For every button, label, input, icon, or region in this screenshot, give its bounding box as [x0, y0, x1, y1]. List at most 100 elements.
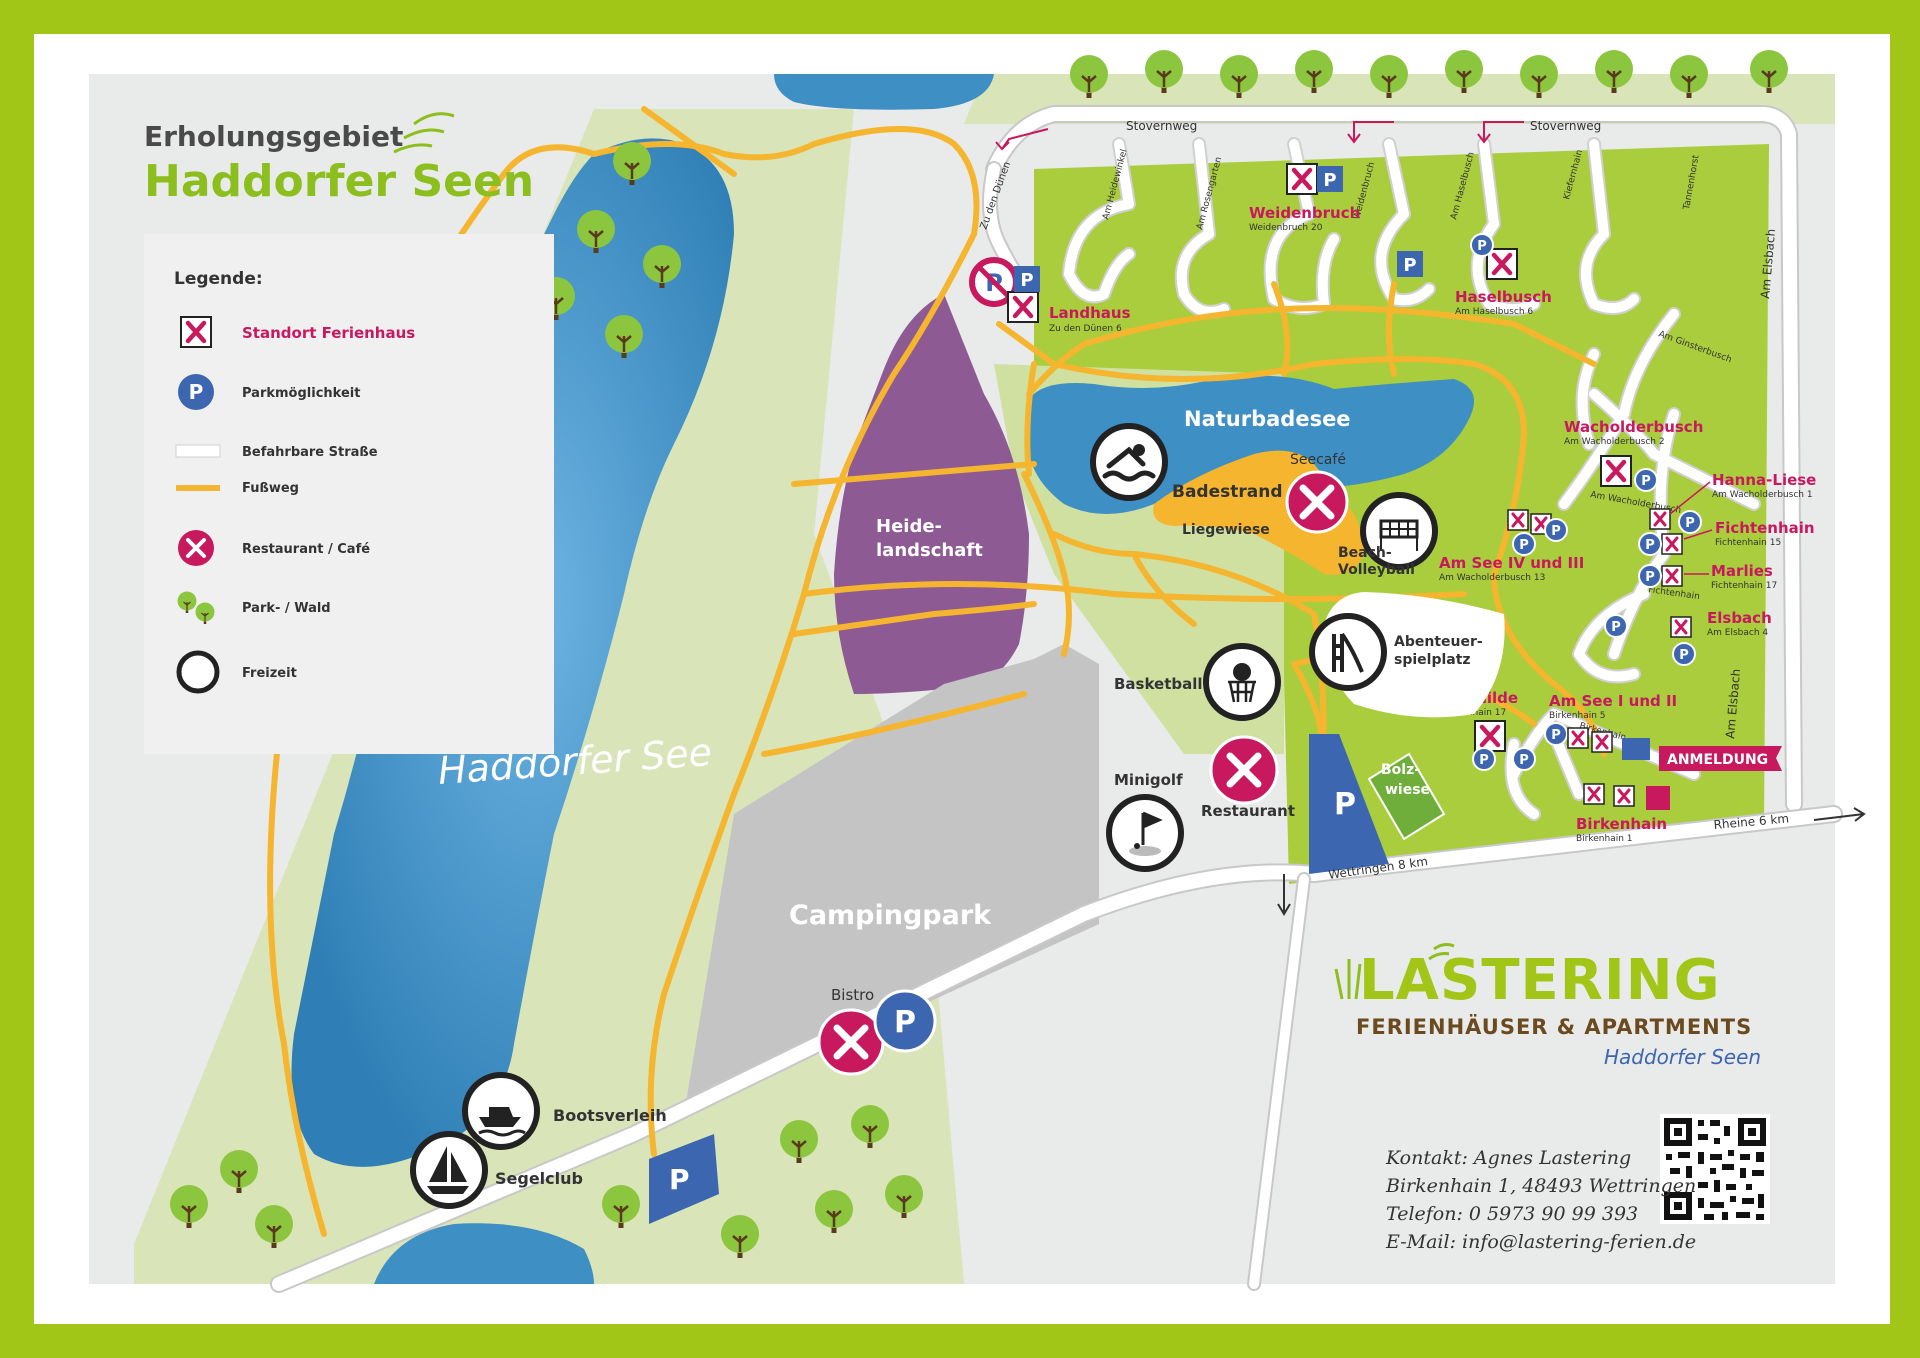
svg-text:Birkenhain 17: Birkenhain 17	[1444, 708, 1506, 718]
brand-block: LASTERING FERIENHÄUSER & APARTMENTS Hadd…	[1334, 943, 1761, 1069]
lawn-label: Liegewiese	[1182, 522, 1270, 538]
beach-volleyball-label-2: Volleyball	[1338, 562, 1415, 578]
legend-restaurant-label: Restaurant / Café	[242, 542, 370, 557]
title-main: Haddorfer Seen	[144, 156, 534, 207]
title-pre: Erholungsgebiet	[144, 120, 403, 153]
legend-road-label: Befahrbare Straße	[242, 445, 378, 460]
beach-label: Badestrand	[1172, 482, 1283, 502]
house-haselbusch: Haselbusch	[1455, 288, 1552, 306]
svg-text:Birkenhain 1: Birkenhain 1	[1576, 834, 1633, 844]
legend-leisure-icon	[176, 650, 220, 694]
legend-title: Legende:	[174, 269, 263, 289]
direction-arrows	[995, 121, 1866, 916]
restaurant-label: Restaurant	[1201, 802, 1295, 820]
legend-leisure-label: Freizeit	[242, 666, 297, 681]
brand-name: LASTERING	[1359, 948, 1721, 1013]
contact-block: Kontakt: Agnes Lastering Birkenhain 1, 4…	[1386, 1144, 1696, 1256]
sailing-club-icon[interactable]	[410, 1131, 488, 1209]
bistro-restaurant-icon[interactable]	[817, 1008, 885, 1076]
sailing-club-label: Segelclub	[495, 1169, 583, 1188]
svg-text:Am Wacholderbusch 13: Am Wacholderbusch 13	[1439, 573, 1545, 583]
house-am-see-i-ii: Am See I und II	[1549, 692, 1677, 710]
anmeldung-flag[interactable]: ANMELDUNG	[1659, 746, 1782, 771]
svg-text:Stovernweg: Stovernweg	[1126, 119, 1197, 133]
house-leader-lines	[1669, 481, 1713, 575]
house-weidenbruch: Weidenbruch	[1249, 204, 1360, 222]
house-elsbach: Elsbach	[1707, 609, 1772, 627]
playground-label-1: Abenteuer-	[1394, 634, 1483, 650]
legend-restaurant-icon	[178, 530, 214, 566]
legend-parking-icon: P	[178, 374, 214, 410]
lake-naturbadesee-label: Naturbadesee	[1184, 407, 1351, 431]
legend-parking-label: Parkmöglichkeit	[242, 386, 360, 401]
svg-text:Stovernweg: Stovernweg	[1530, 119, 1601, 133]
camping-area	[684, 644, 1099, 1114]
house-landhaus: Landhaus	[1049, 304, 1131, 322]
boat-rental-label: Bootsverleih	[553, 1106, 667, 1125]
minigolf-icon[interactable]	[1106, 794, 1184, 872]
svg-text:Birkenhain 5: Birkenhain 5	[1549, 711, 1606, 721]
playground-label-2: spielplatz	[1394, 652, 1471, 668]
house-fichtenhain: Fichtenhain	[1715, 519, 1815, 537]
playground-slide-icon[interactable]	[1309, 613, 1387, 691]
svg-text:Am Wacholderbusch 2: Am Wacholderbusch 2	[1564, 437, 1665, 447]
swimming-icon[interactable]	[1090, 423, 1168, 501]
birds-icon	[393, 112, 455, 154]
svg-text:Am Wacholderbusch 1: Am Wacholderbusch 1	[1712, 490, 1813, 500]
svg-text:Am Elsbach: Am Elsbach	[1723, 668, 1743, 739]
area-map: P P	[89, 48, 1866, 1293]
parking-area-south-label: P	[669, 1163, 690, 1196]
svg-text:ANMELDUNG: ANMELDUNG	[1667, 752, 1768, 768]
svg-text:P: P	[894, 1005, 916, 1040]
svg-text:Am Haselbusch 6: Am Haselbusch 6	[1455, 307, 1533, 317]
heath-label-1: Heide-	[876, 516, 942, 537]
svg-text:Weidenbruch 20: Weidenbruch 20	[1249, 223, 1323, 233]
legend-footpath-icon	[176, 485, 220, 491]
legend-road-icon	[175, 444, 221, 458]
contact-address: Birkenhain 1, 48493 Wettringen	[1386, 1175, 1697, 1197]
svg-text:Zu den Dünen 6: Zu den Dünen 6	[1049, 324, 1122, 334]
heath-label-2: landschaft	[876, 540, 983, 561]
map-frame: P P	[34, 34, 1890, 1324]
svg-text:Am Elsbach 4: Am Elsbach 4	[1707, 628, 1768, 638]
bolzwiese-label-1: Bolz-	[1381, 762, 1420, 778]
bolzwiese-field[interactable]	[1367, 752, 1446, 841]
restaurant-icon[interactable]	[1209, 735, 1279, 805]
seecafe-restaurant-icon[interactable]	[1285, 470, 1349, 534]
svg-text:Rheine 6 km: Rheine 6 km	[1713, 811, 1789, 832]
brand-subtitle: FERIENHÄUSER & APARTMENTS	[1356, 1014, 1752, 1039]
house-am-see-iv-iii: Am See IV und III	[1439, 554, 1584, 572]
parking-area-south[interactable]	[649, 1134, 719, 1224]
boat-rental-icon[interactable]	[462, 1072, 540, 1150]
parking-area-main-label: P	[1334, 787, 1356, 822]
basketball-icon[interactable]	[1203, 643, 1281, 721]
house-labels: Landhaus Zu den Dünen 6 Weidenbruch Weid…	[1049, 204, 1816, 844]
brand-tagline: Haddorfer Seen	[1604, 1045, 1761, 1069]
svg-text:Fichtenhain 15: Fichtenhain 15	[1715, 538, 1781, 548]
bistro-parking-icon[interactable]: P	[873, 989, 937, 1053]
minigolf-label: Minigolf	[1114, 771, 1183, 789]
house-birkenhain: Birkenhain	[1576, 815, 1667, 833]
contact-email[interactable]: E-Mail: info@lastering-ferien.de	[1386, 1231, 1697, 1253]
svg-text:P: P	[189, 380, 204, 404]
legend-house-label: Standort Ferienhaus	[242, 324, 415, 342]
seecafe-label: Seecafé	[1290, 452, 1346, 468]
basketball-label: Basketball	[1114, 675, 1203, 693]
lake-north-pond	[774, 74, 994, 110]
house-wacholderbusch: Wacholderbusch	[1564, 418, 1703, 436]
legend-panel: Legende: Standort Ferienhaus P Parkmögli…	[144, 234, 554, 754]
parking-area-main[interactable]	[1309, 734, 1389, 874]
svg-text:Am Elsbach: Am Elsbach	[1758, 228, 1778, 299]
lake-south-pond	[374, 1223, 594, 1284]
beach-volleyball-label-1: Beach-	[1338, 545, 1392, 561]
contact-person: Kontakt: Agnes Lastering	[1386, 1147, 1632, 1169]
contact-phone[interactable]: Telefon: 0 5973 90 99 393	[1386, 1203, 1639, 1225]
house-markers[interactable]	[1008, 164, 1702, 810]
legend-footpath-label: Fußweg	[242, 481, 299, 496]
bistro-label: Bistro	[831, 986, 874, 1004]
beach-volleyball-icon[interactable]	[1360, 492, 1438, 570]
house-hanna-liese: Hanna-Liese	[1712, 471, 1816, 489]
reed-logo-icon	[1334, 943, 1455, 1000]
legend-tree-label: Park- / Wald	[242, 601, 331, 616]
qr-code[interactable]	[1660, 1114, 1770, 1224]
